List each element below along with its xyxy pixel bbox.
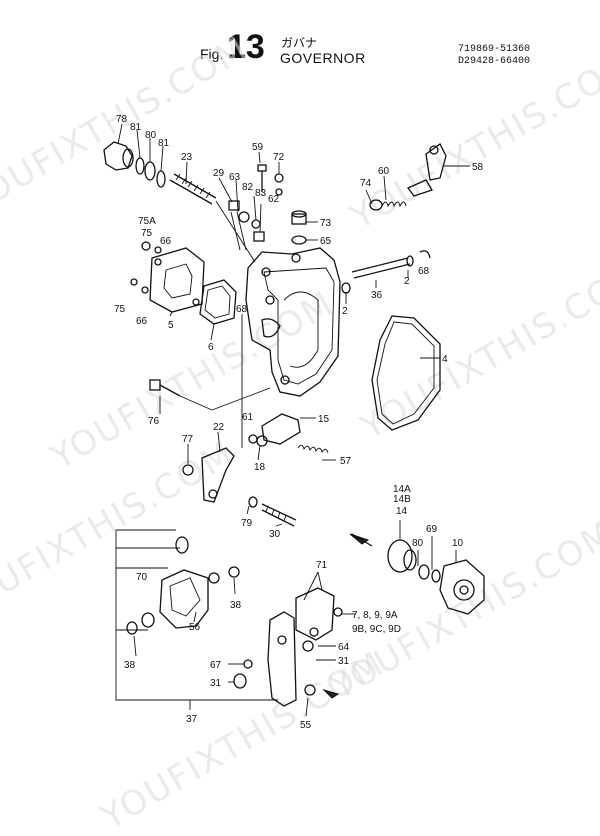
- callout-5: 5: [168, 320, 174, 331]
- callout-67: 67: [210, 660, 222, 671]
- callout-59: 59: [252, 142, 264, 153]
- stopper-bolt-29: [228, 200, 247, 251]
- callout-65: 65: [320, 236, 332, 247]
- lower-group-frame: [115, 529, 278, 701]
- callout-74: 74: [360, 178, 372, 189]
- callout-6: 6: [208, 342, 214, 353]
- callout-29: 29: [213, 168, 225, 179]
- callout-38: 38: [230, 600, 242, 611]
- callout-labels: 78 81 80 81 23 59 72 29 63 82 83 62 60 7…: [114, 114, 484, 731]
- leader-lines: [117, 123, 470, 717]
- callout-7-8-9-9a: 7, 8, 9, 9A: [352, 610, 398, 621]
- callout-68: 68: [236, 304, 248, 315]
- callout-31: 31: [210, 678, 222, 689]
- callout-71: 71: [316, 560, 328, 571]
- serial-code-1: 719869-51360: [458, 44, 531, 55]
- callout-77: 77: [182, 434, 194, 445]
- callout-56: 56: [189, 622, 201, 633]
- bolt-59: [257, 164, 267, 192]
- callout-64: 64: [338, 642, 350, 653]
- watermark: YOUFIXTHIS.COM: [344, 43, 600, 238]
- washers-80-81: [135, 157, 166, 188]
- nut-55: [304, 684, 340, 699]
- callout-36: 36: [371, 290, 383, 301]
- callout-68: 68: [418, 266, 430, 277]
- callout-37: 37: [186, 714, 198, 725]
- figure-number: 13: [227, 28, 265, 66]
- callout-83: 83: [255, 188, 267, 199]
- small-bolts-66-75: [130, 241, 162, 294]
- callout-14: 14: [396, 506, 408, 517]
- callout-58: 58: [472, 162, 484, 173]
- callout-4: 4: [442, 354, 448, 365]
- lever-58: [406, 143, 447, 197]
- spring-60: [369, 199, 407, 211]
- callout-80: 80: [145, 130, 157, 141]
- callout-14a: 14A: [393, 484, 411, 495]
- callout-23: 23: [181, 152, 193, 163]
- callout-57: 57: [340, 456, 352, 467]
- callout-60: 60: [378, 166, 390, 177]
- watermark: YOUFIXTHIS.COM: [0, 433, 241, 628]
- callout-31: 31: [338, 656, 350, 667]
- plug-73-65: [291, 210, 307, 245]
- callout-72: 72: [273, 152, 285, 163]
- gasket-4: [371, 315, 441, 431]
- callout-79: 79: [241, 518, 253, 529]
- callout-81: 81: [158, 138, 170, 149]
- callout-22: 22: [213, 422, 225, 433]
- callout-69: 69: [426, 524, 438, 535]
- watermark: YOUFIXTHIS.COM: [94, 643, 392, 836]
- callout-38: 38: [124, 660, 136, 671]
- figure-title-japanese: ガバナ: [281, 36, 318, 50]
- callout-55: 55: [300, 720, 312, 731]
- lever-22: [182, 447, 235, 503]
- bracket-71: [295, 587, 343, 652]
- callout-18: 18: [254, 462, 266, 473]
- shaft-36: [341, 250, 431, 294]
- spring-57: [297, 444, 329, 454]
- callout-62: 62: [268, 194, 280, 205]
- bolt-30: [248, 496, 297, 527]
- callout-63: 63: [229, 172, 241, 183]
- flyweight-10: [439, 559, 485, 615]
- callout-61: 61: [242, 412, 254, 423]
- callout-73: 73: [320, 218, 332, 229]
- figure-title: GOVERNOR: [280, 50, 366, 66]
- callout-66: 66: [136, 316, 148, 327]
- bolt-76: [149, 379, 181, 397]
- adjuster-nut-78: [103, 141, 134, 171]
- plate-5: [149, 247, 205, 313]
- figure-prefix: Fig.: [200, 46, 224, 62]
- callout-10: 10: [452, 538, 464, 549]
- gasket-6: [199, 279, 237, 325]
- callout-80: 80: [412, 538, 424, 549]
- governor-case: [245, 247, 341, 397]
- solenoid-15: [248, 413, 301, 447]
- arrow-to-weight: [349, 533, 373, 547]
- watermark: YOUFIXTHIS.COM: [0, 28, 255, 223]
- callout-78: 78: [116, 114, 128, 125]
- callout-14b: 14B: [393, 494, 411, 505]
- callout-2: 2: [342, 306, 348, 317]
- watermark: YOUFIXTHIS.COM: [354, 253, 600, 448]
- lever-assembly-lower: [126, 536, 240, 635]
- callout-9b-9c-9d: 9B, 9C, 9D: [352, 624, 401, 635]
- callout-70: 70: [136, 572, 148, 583]
- callout-81: 81: [130, 122, 142, 133]
- callout-2: 2: [404, 276, 410, 287]
- small-screw-72: [274, 173, 284, 196]
- callout-75a: 75A: [138, 216, 156, 227]
- callout-15: 15: [318, 414, 330, 425]
- callout-75: 75: [141, 228, 153, 239]
- serial-code-2: D29428-66400: [458, 56, 531, 67]
- callout-75: 75: [114, 304, 126, 315]
- callout-30: 30: [269, 529, 281, 540]
- callout-76: 76: [148, 416, 160, 427]
- callout-66: 66: [160, 236, 172, 247]
- callout-82: 82: [242, 182, 254, 193]
